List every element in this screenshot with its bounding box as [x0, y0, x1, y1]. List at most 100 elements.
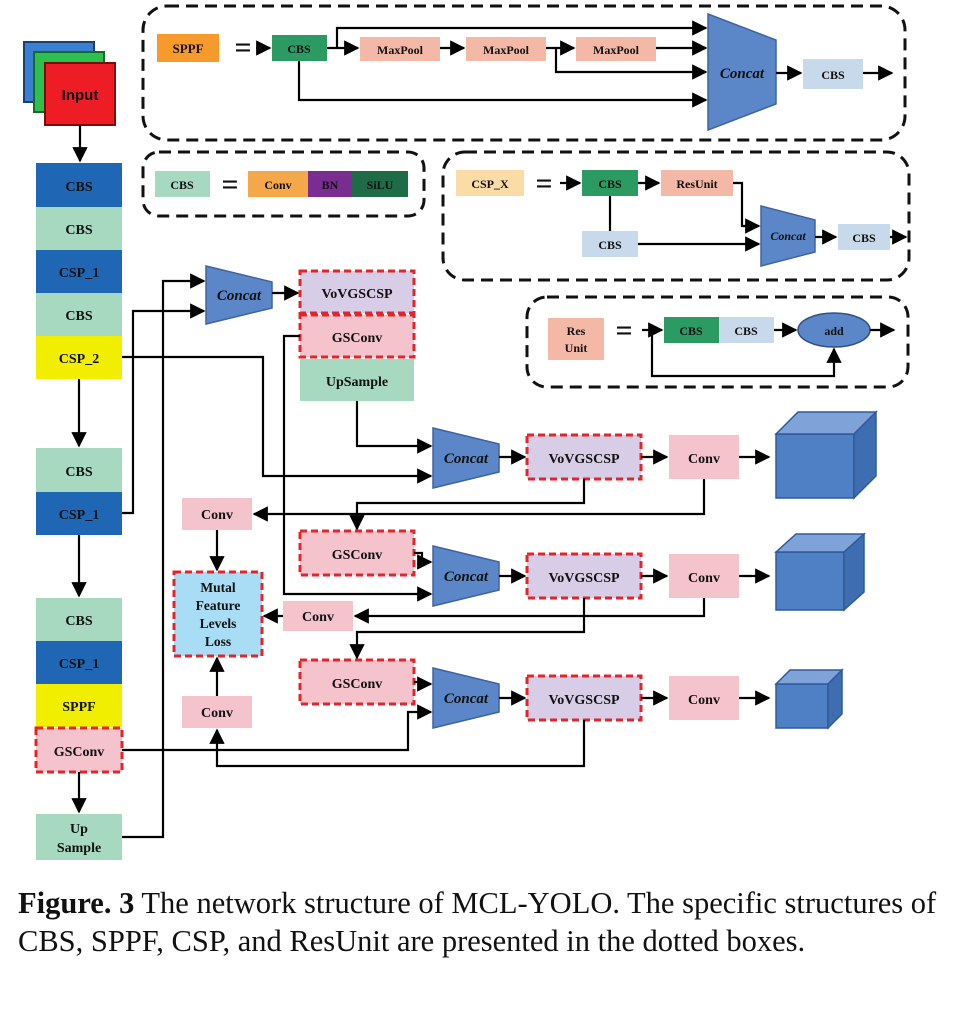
- backbone-csp1-1-label: CSP_1: [59, 266, 99, 281]
- bn-part-label: BN: [322, 178, 339, 192]
- sppf-cbs-box: [272, 35, 327, 61]
- mutal-loss-line3: Levels: [200, 616, 237, 631]
- concat-4-shape: [432, 667, 500, 729]
- cspx-cbs2-label: CBS: [598, 238, 622, 252]
- backbone-cbs-1: [36, 163, 122, 207]
- backbone-upsample: [36, 814, 122, 860]
- backbone-gsconv-label: GSConv: [54, 745, 105, 760]
- backbone-cbs-1-label: CBS: [65, 180, 92, 195]
- sppf-label: SPPF: [172, 41, 203, 56]
- maxpool-box-1: [360, 37, 440, 61]
- sppf-label-box: [157, 34, 219, 62]
- concat-3-shape: [432, 545, 500, 607]
- bn-part-box: [308, 171, 352, 197]
- backbone-cbs-4: [36, 448, 122, 492]
- sppf-concat-shape: [707, 12, 777, 132]
- figure-caption-text: The network structure of MCL-YOLO. The s…: [18, 886, 937, 958]
- concat-1-label: Concat: [217, 288, 262, 304]
- sppf-concat-label: Concat: [720, 66, 765, 82]
- maxpool-label-1: MaxPool: [377, 43, 424, 57]
- output-cube-small: [774, 668, 844, 730]
- conv-loss-mid-label: Conv: [302, 610, 334, 625]
- gsconv-2: [298, 529, 416, 577]
- res-cbs2-box: [719, 317, 774, 343]
- concat-2-shape: [432, 427, 500, 489]
- maxpool-label-2: MaxPool: [483, 43, 530, 57]
- sppf-cbs-label: CBS: [287, 42, 311, 56]
- res-arrows: [642, 322, 896, 378]
- network-diagram: SPPF = CBS MaxPool MaxPool MaxPool Conca…: [23, 4, 911, 860]
- backbone-upsample-line1: Up: [70, 822, 88, 837]
- connector-lines: [122, 273, 771, 839]
- vovgscsp-2: [525, 433, 643, 481]
- maxpool-box-2: [466, 37, 546, 61]
- upsample-1-label: UpSample: [326, 375, 388, 390]
- cspx-cbs-box: [582, 170, 638, 196]
- backbone-cbs-2-label: CBS: [65, 223, 92, 238]
- cspx-out-cbs-box: [838, 224, 890, 250]
- mutal-loss-line1: Mutal: [200, 580, 235, 595]
- conv-head-2: [669, 554, 739, 598]
- conv-loss-top: [182, 498, 252, 530]
- cspx-label-box: [456, 170, 524, 196]
- res-label-box: [548, 318, 604, 360]
- sppf-out-cbs-box: [803, 59, 863, 89]
- cbs-def-label: CBS: [170, 178, 194, 192]
- vovgscsp-4-label: VoVGSCSP: [548, 693, 620, 708]
- sppf-out-cbs-label: CBS: [821, 68, 845, 82]
- concat-2-label: Concat: [444, 451, 489, 467]
- silu-part-label: SiLU: [367, 178, 394, 192]
- sppf-arrows: [256, 20, 894, 108]
- backbone-cbs-3: [36, 293, 122, 336]
- backbone-cbs-4-label: CBS: [65, 465, 92, 480]
- gsconv-1-label: GSConv: [332, 331, 383, 346]
- input-label: Input: [62, 87, 99, 104]
- output-cube-large: [774, 410, 878, 500]
- conv-part-box: [248, 171, 308, 197]
- backbone-csp1-1: [36, 250, 122, 293]
- backbone-sppf: [36, 684, 122, 727]
- maxpool-box-3: [576, 37, 656, 61]
- backbone-cbs-2: [36, 207, 122, 250]
- backbone-sppf-label: SPPF: [62, 700, 95, 715]
- gsconv-1: [298, 313, 416, 359]
- conv-loss-mid: [283, 601, 353, 631]
- add-label: add: [824, 324, 844, 338]
- backbone-csp2: [36, 336, 122, 379]
- backbone-upsample-line2: Sample: [57, 841, 101, 856]
- backbone-csp1-3-label: CSP_1: [59, 657, 99, 672]
- resunit-box: [661, 170, 733, 196]
- cbs-equals-sign: =: [221, 168, 238, 201]
- equals-sign: =: [234, 31, 251, 64]
- cspx-cbs-label: CBS: [598, 177, 622, 191]
- conv-head-3-label: Conv: [688, 693, 720, 708]
- res-equals-sign: =: [615, 314, 632, 347]
- vovgscsp-1-label: VoVGSCSP: [321, 287, 393, 302]
- concat-1-shape: [205, 265, 273, 325]
- backbone-gsconv: [34, 726, 124, 774]
- figure-caption: Figure. 3 The network structure of MCL-Y…: [18, 884, 953, 960]
- mutal-loss-line4: Loss: [205, 634, 231, 649]
- res-cbs1-label: CBS: [679, 324, 703, 338]
- conv-loss-bottom: [182, 696, 252, 728]
- conv-head-3: [669, 676, 739, 720]
- conv-loss-top-label: Conv: [201, 508, 233, 523]
- cbs-def-label-box: [155, 171, 210, 197]
- backbone-cbs-5-label: CBS: [65, 614, 92, 629]
- output-cube-medium: [774, 532, 866, 612]
- cspx-equals-sign: =: [535, 167, 552, 200]
- backbone-cbs-3-label: CBS: [65, 309, 92, 324]
- vovgscsp-4: [525, 674, 643, 722]
- maxpool-label-3: MaxPool: [593, 43, 640, 57]
- conv-head-2-label: Conv: [688, 571, 720, 586]
- resunit-label: ResUnit: [676, 177, 717, 191]
- conv-head-1-label: Conv: [688, 452, 720, 467]
- conv-head-1: [669, 435, 739, 479]
- cspx-label: CSP_X: [471, 177, 509, 191]
- backbone-csp2-label: CSP_2: [59, 352, 99, 367]
- concat-3-label: Concat: [444, 569, 489, 585]
- cspx-concat-shape: [760, 205, 816, 267]
- vovgscsp-1: [298, 269, 416, 315]
- silu-part-box: [352, 171, 408, 197]
- gsconv-3-label: GSConv: [332, 677, 383, 692]
